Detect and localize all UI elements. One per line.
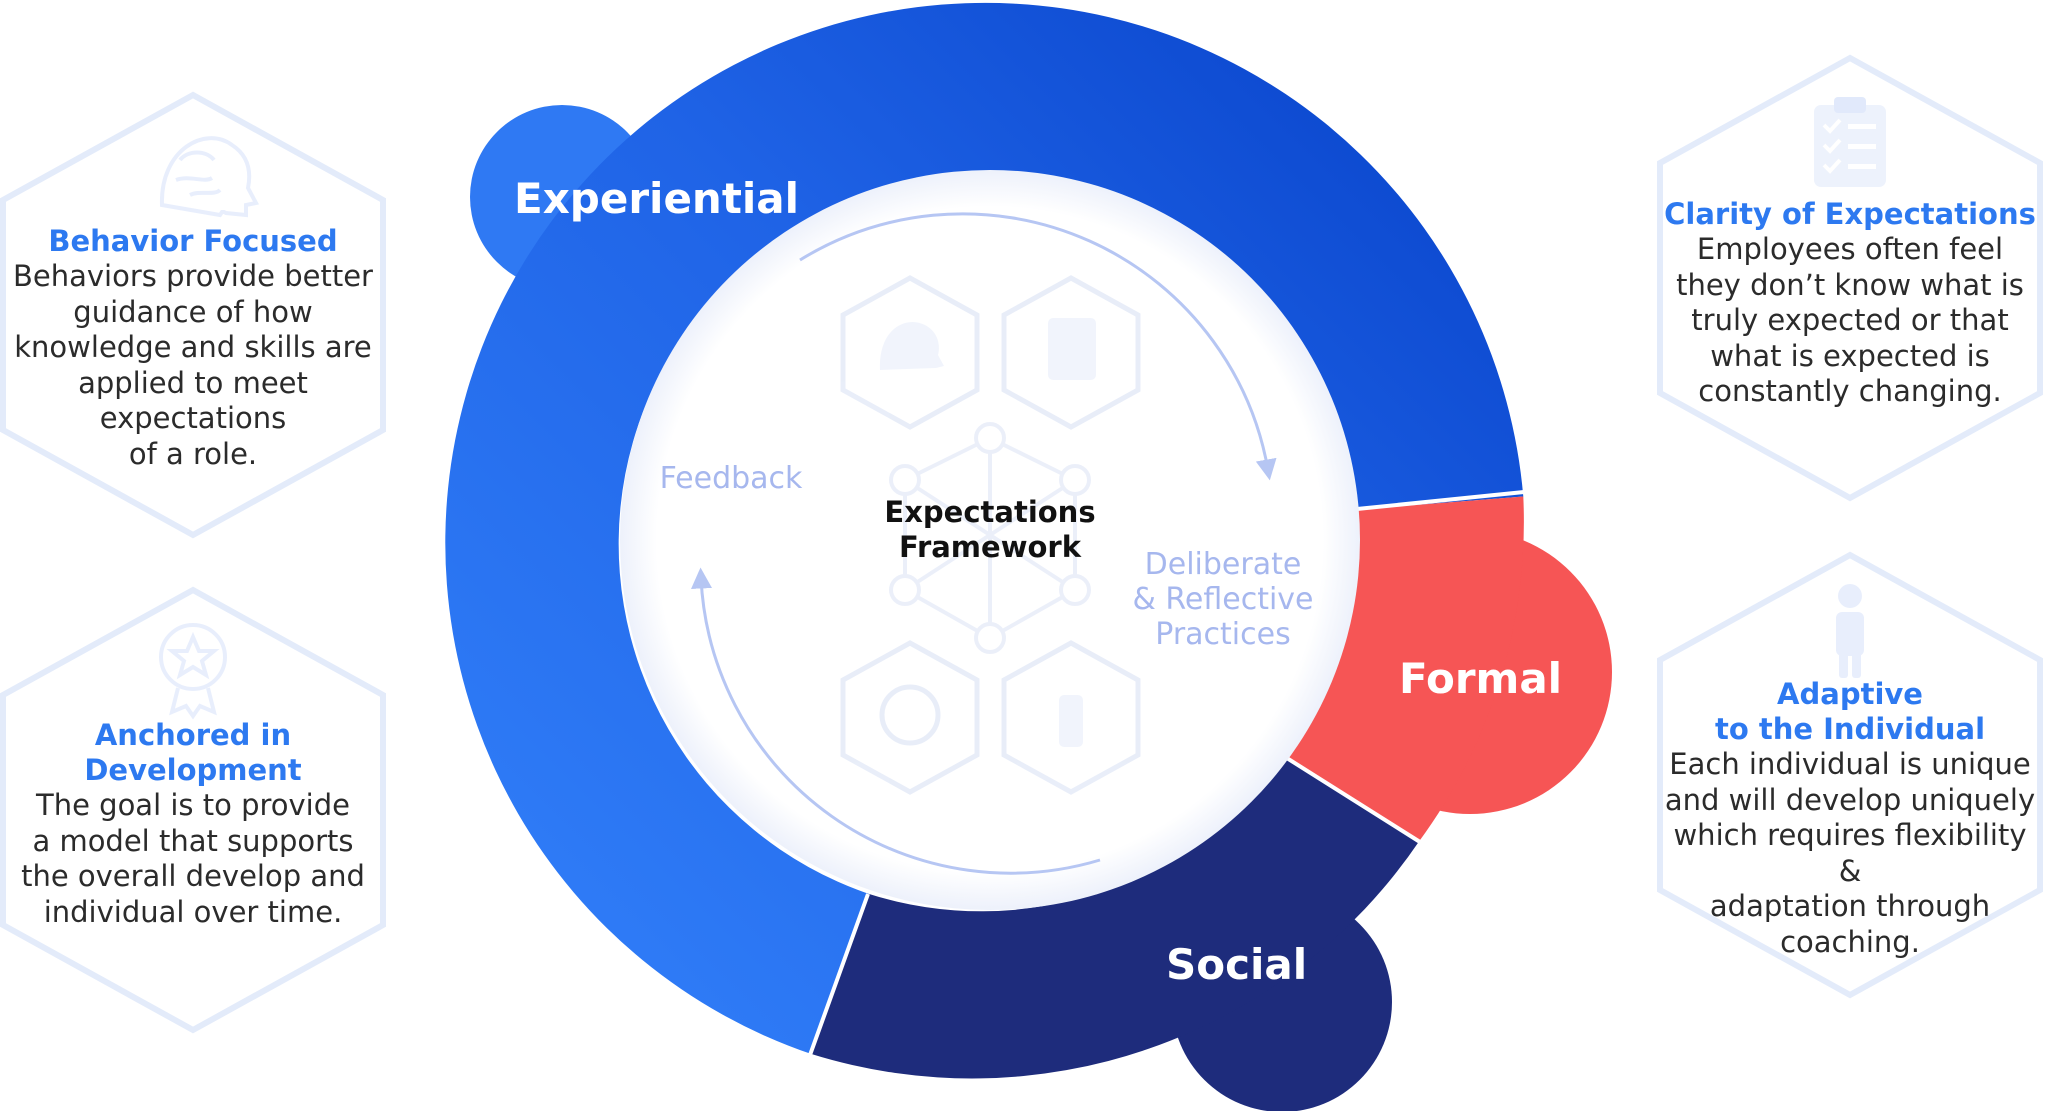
inner-circle — [620, 170, 1360, 910]
inner-hexagon-icons — [840, 275, 1141, 795]
segment-label-formal: Formal — [1399, 654, 1562, 703]
hexagon-outline-adaptive — [1657, 551, 2043, 999]
card-title: Behavior Focused — [48, 224, 338, 258]
hexagon-outline-clarity — [1657, 54, 2043, 502]
deliberate-label-line2: & Reflective — [1132, 582, 1313, 617]
segment-social — [810, 755, 1419, 1079]
card-body: Behaviors provide better guidance of how… — [13, 259, 373, 471]
cycle-arrow-top — [799, 212, 1277, 481]
deliberate-label-line1: Deliberate — [1145, 547, 1302, 582]
card-clarity-of-expectations: Clarity of Expectations Employees often … — [1660, 197, 2040, 410]
card-body: Employees often feel they don’t know wha… — [1676, 232, 2024, 408]
cycle-arrow-bottom — [691, 567, 1101, 875]
card-adaptive-to-individual: Adaptive to the Individual Each individu… — [1658, 677, 2042, 960]
segment-label-social: Social — [1166, 940, 1307, 989]
segment-formal — [1282, 496, 1524, 842]
person-icon — [1836, 584, 1864, 678]
brain-head-icon — [159, 136, 260, 218]
hexagon-outline-anchored — [0, 586, 386, 1034]
card-body: The goal is to provide a model that supp… — [21, 788, 365, 929]
card-anchored-in-development: Anchored in Development The goal is to p… — [13, 718, 373, 930]
card-body: Each individual is unique and will devel… — [1664, 747, 2036, 959]
card-title: Adaptive to the Individual — [1714, 677, 1986, 746]
deliberate-label-line3: Practices — [1155, 617, 1290, 652]
card-title: Anchored in Development — [84, 718, 302, 787]
center-title-line2: Framework — [899, 530, 1082, 564]
hexagon-outline-behavior — [0, 91, 386, 539]
card-title: Clarity of Expectations — [1664, 197, 2036, 231]
network-graphic — [889, 422, 1091, 654]
card-behavior-focused: Behavior Focused Behaviors provide bette… — [13, 224, 373, 472]
feedback-label: Feedback — [660, 461, 803, 496]
segment-experiential — [445, 2, 1524, 1054]
clipboard-checklist-icon — [1814, 97, 1886, 187]
award-badge-icon — [159, 623, 227, 720]
segment-label-experiential: Experiential — [514, 174, 799, 223]
center-title-line1: Expectations — [884, 495, 1095, 529]
